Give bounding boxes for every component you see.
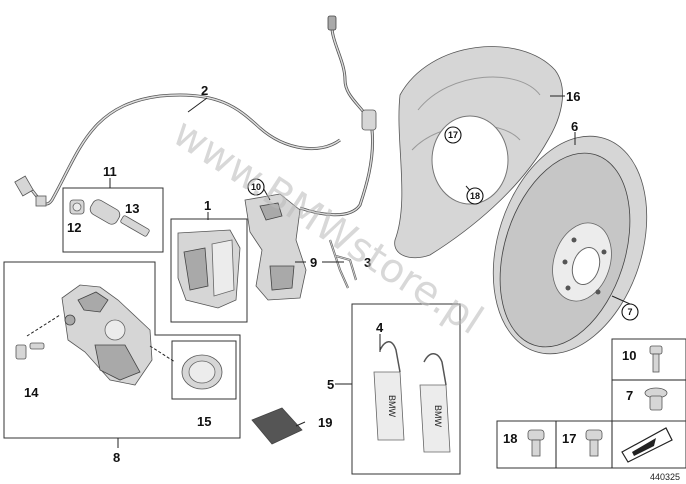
circle-label-7: 7	[627, 307, 632, 317]
label-14: 14	[24, 385, 39, 400]
grease-packet-19	[251, 407, 303, 445]
label-12: 12	[67, 220, 81, 235]
label-1: 1	[204, 198, 211, 213]
brake-disc	[492, 135, 648, 355]
label-8: 8	[113, 450, 120, 465]
label-5: 5	[327, 377, 334, 392]
label-19: 19	[318, 415, 332, 430]
pad-brand-text-2: BMW	[433, 405, 443, 428]
pad-wear-clip-right: BMW	[419, 353, 451, 453]
bleed-screw-14	[15, 342, 45, 360]
box-8	[3, 261, 241, 439]
anti-rattle-spring	[328, 239, 358, 289]
label-13: 13	[125, 201, 139, 216]
label-15: 15	[197, 414, 211, 429]
pad-wear-clip-left: BMW	[373, 341, 405, 441]
legend-18: 18	[503, 431, 517, 446]
circle-ref-7	[621, 303, 639, 321]
label-11: 11	[103, 164, 117, 179]
box-15	[171, 340, 237, 400]
label-4: 4	[376, 320, 384, 335]
circle-label-17: 17	[448, 130, 458, 140]
circle-ref-17	[444, 126, 462, 144]
diagram-id: 440325	[650, 472, 680, 482]
legend-7: 7	[626, 388, 633, 403]
brake-caliper	[61, 284, 153, 386]
guide-sleeve-long	[89, 199, 121, 225]
legend-17: 17	[562, 431, 576, 446]
brake-hose-line	[14, 93, 341, 207]
label-9: 9	[310, 255, 317, 270]
box-1	[170, 218, 248, 323]
circle-ref-10	[247, 178, 265, 196]
circle-label-18: 18	[470, 191, 480, 201]
label-2: 2	[201, 83, 208, 98]
piston-seal-15	[181, 354, 223, 390]
brake-pad-set	[177, 229, 241, 309]
box-5	[351, 303, 461, 475]
caliper-carrier	[244, 193, 307, 301]
label-16: 16	[566, 89, 580, 104]
guide-bolt-13	[120, 215, 150, 237]
pad-brand-text: BMW	[387, 395, 397, 418]
fastener-legend	[496, 338, 686, 469]
label-6: 6	[571, 119, 578, 134]
circle-ref-18	[466, 187, 484, 205]
circle-label-10: 10	[251, 182, 261, 192]
box-11	[62, 187, 164, 253]
wear-sensor-cable	[299, 15, 377, 217]
legend-10: 10	[622, 348, 636, 363]
label-3: 3	[364, 255, 371, 270]
guide-sleeve-12	[69, 199, 85, 215]
